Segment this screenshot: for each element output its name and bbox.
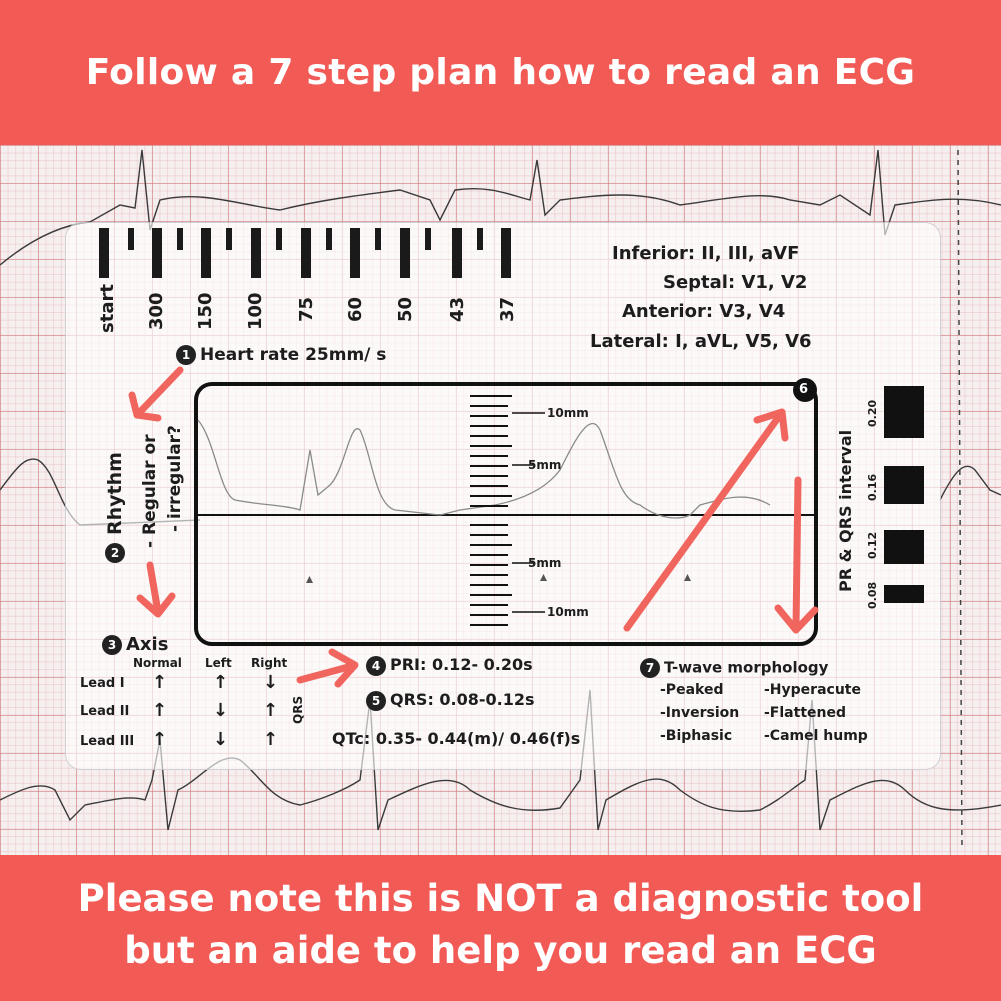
- axis-header-left: Left: [205, 656, 232, 670]
- twave-flattened: -Flattened: [764, 705, 846, 721]
- step-2-label: Rhythm: [104, 452, 126, 535]
- interval-label-012: 0.12: [866, 531, 879, 559]
- bottom-banner: Please note this is NOT a diagnostic too…: [0, 855, 1001, 1001]
- twave-camel-hump: -Camel hump: [764, 728, 868, 744]
- step-2-sub1: - Regular or: [140, 434, 160, 548]
- arrow-iii-left: ↓: [213, 729, 229, 750]
- hr-label-50: 50: [395, 296, 416, 322]
- step-1-icon: 1: [176, 345, 196, 365]
- arrow-ii-right: ↑: [263, 700, 279, 721]
- axis-header-right: Right: [251, 656, 288, 670]
- interval-label-008: 0.08: [866, 581, 879, 609]
- triangle-markers: [306, 574, 691, 583]
- mm-ruler-ticks: [470, 395, 512, 626]
- ecg-traces: [0, 149, 1001, 851]
- ruler-top-5mm: 5mm: [528, 458, 562, 472]
- arrow-ii-normal: ↑: [152, 700, 168, 721]
- step-2-icon-wrap: 2: [105, 543, 129, 563]
- arrow-down: [792, 476, 802, 632]
- ecg-trace-middle-right: [939, 465, 1001, 501]
- qtc-label: QTc: 0.35- 0.44(m)/ 0.46(f)s: [332, 729, 581, 748]
- step-1-label: Heart rate 25mm/ s: [200, 345, 387, 365]
- arrow-rhythm-to-axis: [146, 561, 162, 616]
- axis-qrs-label: QRS: [291, 695, 305, 724]
- step-6-number: 6: [799, 382, 809, 397]
- twave-biphasic: -Biphasic: [660, 728, 733, 744]
- arrow-i-right: ↓: [263, 672, 279, 693]
- heart-rate-ticks: [99, 228, 511, 278]
- ecg-trace-bottom: [0, 689, 1001, 831]
- interval-blocks: [884, 386, 924, 603]
- top-banner-text: Follow a 7 step plan how to read an ECG: [85, 52, 916, 93]
- lead-lateral: Lateral: I, aVL, V5, V6: [590, 331, 812, 352]
- axis-header-normal: Normal: [133, 656, 182, 670]
- step-5-label: QRS: 0.08-0.12s: [390, 690, 535, 709]
- ruler-pointer-lines: [512, 412, 545, 613]
- window-ecg-trace: [197, 419, 771, 519]
- hr-label-100: 100: [245, 292, 266, 330]
- step-4-icon: 4: [366, 655, 386, 676]
- bottom-banner-line-1: Please note this is NOT a diagnostic too…: [77, 877, 924, 920]
- axis-row-lead-iii: Lead III: [80, 734, 135, 749]
- step-2-sub2: - irregular?: [165, 425, 185, 532]
- arrow-1-to-rhythm: [136, 366, 184, 416]
- arrow-i-left: ↑: [213, 672, 229, 693]
- hr-label-60: 60: [345, 296, 366, 322]
- interval-title: PR & QRS interval: [836, 429, 855, 592]
- hr-label-75: 75: [296, 296, 317, 322]
- bottom-banner-line-2: but an aide to help you read an ECG: [124, 929, 877, 972]
- arrow-ii-left: ↓: [213, 700, 229, 721]
- step-5-icon: 5: [366, 690, 386, 711]
- step-3-label: Axis: [126, 634, 169, 655]
- hr-label-start: start: [97, 284, 118, 333]
- twave-peaked: -Peaked: [660, 682, 724, 698]
- interval-label-016: 0.16: [866, 473, 879, 501]
- interval-label-020: 0.20: [866, 399, 879, 427]
- arrow-iii-normal: ↑: [152, 729, 168, 750]
- viewing-window: [194, 382, 818, 646]
- step-7-label: T-wave morphology: [664, 658, 829, 677]
- top-banner: Follow a 7 step plan how to read an ECG: [0, 0, 1001, 145]
- ruler-top-10mm: 10mm: [547, 406, 589, 420]
- ecg-trace-top: [0, 149, 1001, 266]
- hr-label-37: 37: [497, 296, 518, 322]
- axis-row-lead-i: Lead I: [80, 676, 125, 691]
- step-6-icon: [793, 378, 817, 402]
- dashed-calibration-line: [957, 149, 963, 851]
- lead-inferior: Inferior: II, III, aVF: [612, 243, 800, 264]
- hr-label-150: 150: [195, 292, 216, 330]
- arrow-diagonal-up: [623, 411, 784, 632]
- lead-septal: Septal: V1, V2: [663, 272, 808, 293]
- hr-label-43: 43: [447, 296, 468, 322]
- ruler-bottom-5mm: 5mm: [528, 556, 562, 570]
- step-4-label: PRI: 0.12- 0.20s: [390, 655, 533, 674]
- twave-hyperacute: -Hyperacute: [764, 682, 861, 698]
- ruler-bottom-10mm: 10mm: [547, 605, 589, 619]
- step-3-icon: 3: [102, 635, 122, 655]
- arrow-axis-to-pri: [296, 662, 356, 684]
- axis-row-lead-ii: Lead II: [80, 704, 130, 719]
- step-2-icon: 2: [105, 543, 125, 563]
- arrow-i-normal: ↑: [152, 672, 168, 693]
- twave-inversion: -Inversion: [660, 705, 740, 721]
- arrow-iii-right: ↑: [263, 729, 279, 750]
- red-arrows: [128, 366, 819, 688]
- lead-anterior: Anterior: V3, V4: [622, 301, 786, 322]
- hr-label-300: 300: [146, 292, 167, 330]
- step-7-icon: 7: [640, 658, 660, 678]
